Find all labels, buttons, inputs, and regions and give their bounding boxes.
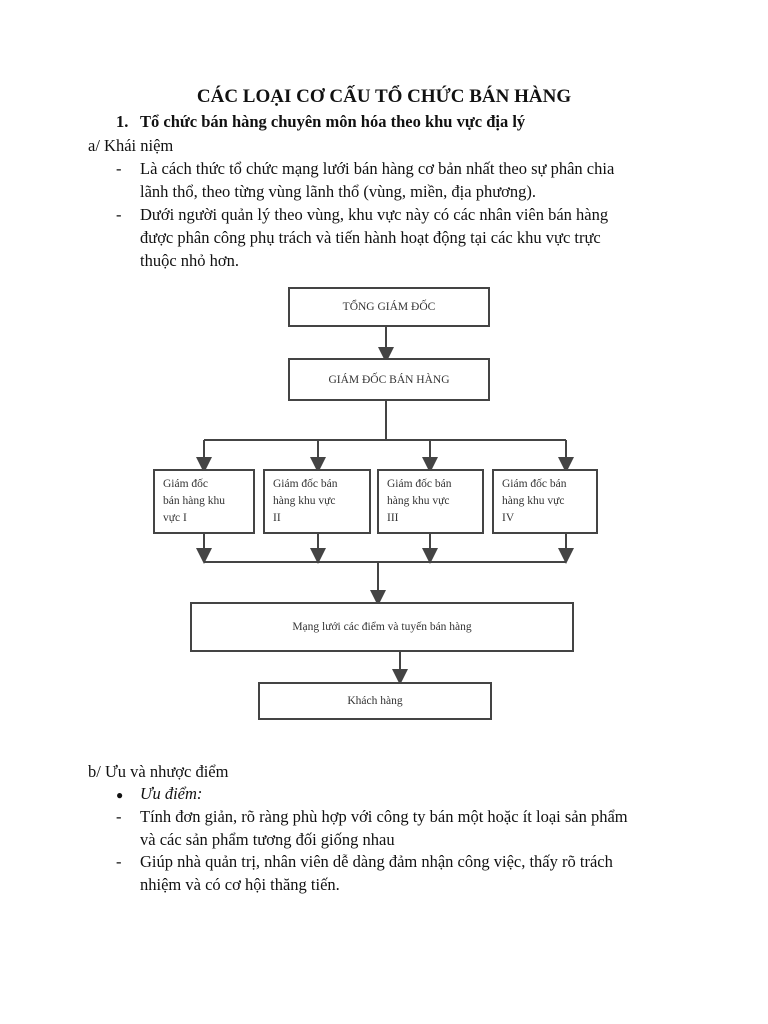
pros-cons-label: b/ Ưu và nhược điểm — [88, 762, 229, 781]
customers-label: Khách hàng — [347, 695, 403, 707]
dash-marker: - — [116, 807, 122, 826]
advantage-2-line-2: nhiệm và có cơ hội thăng tiến. — [140, 875, 340, 894]
dash-marker: - — [116, 159, 122, 178]
concept-item-2-line-1: Dưới người quản lý theo vùng, khu vực nà… — [140, 205, 609, 224]
section-1-heading: 1. Tổ chức bán hàng chuyên môn hóa theo k… — [116, 112, 525, 132]
sales-network-label: Mạng lưới các điểm và tuyến bán hàng — [292, 621, 472, 633]
concept-item-1-line-2: lãnh thổ, theo từng vùng lãnh thổ (vùng,… — [140, 182, 536, 201]
region-3-box: Giám đốc bán hàng khu vực III — [377, 469, 484, 534]
concept-label: a/ Khái niệm — [88, 136, 174, 155]
region-4-box: Giám đốc bán hàng khu vực IV — [492, 469, 598, 534]
sales-director-label: GIÁM ĐỐC BÁN HÀNG — [328, 373, 450, 386]
advantage-1-line-2: và các sản phẩm tương đối giống nhau — [140, 830, 395, 849]
sales-director-box: GIÁM ĐỐC BÁN HÀNG — [288, 358, 490, 401]
ceo-label: TỔNG GIÁM ĐỐC — [342, 301, 436, 313]
ceo-box: TỔNG GIÁM ĐỐC — [288, 287, 490, 327]
section-1-heading-text: Tổ chức bán hàng chuyên môn hóa theo khu… — [140, 112, 526, 131]
advantage-2-line-1: Giúp nhà quản trị, nhân viên dễ dàng đảm… — [140, 852, 613, 871]
sales-network-box: Mạng lưới các điểm và tuyến bán hàng — [190, 602, 574, 652]
section-1-number: 1. — [116, 112, 129, 131]
dash-marker: - — [116, 852, 122, 871]
region-1-box: Giám đốc bán hàng khu vực I — [153, 469, 255, 534]
advantages-label: Ưu điểm: — [140, 784, 203, 803]
dash-marker: - — [116, 205, 122, 224]
document-title: CÁC LOẠI CƠ CẤU TỔ CHỨC BÁN HÀNG — [196, 86, 572, 107]
bullet-icon: ● — [116, 788, 124, 802]
concept-item-1-line-1: Là cách thức tổ chức mạng lưới bán hàng … — [140, 159, 615, 178]
concept-item-2-line-2: được phân công phụ trách và tiến hành ho… — [140, 228, 601, 247]
customers-box: Khách hàng — [258, 682, 492, 720]
advantage-1-line-1: Tính đơn giản, rõ ràng phù hợp với công … — [140, 807, 628, 826]
region-2-box: Giám đốc bán hàng khu vực II — [263, 469, 371, 534]
concept-item-2-line-3: thuộc nhỏ hơn. — [140, 251, 240, 270]
